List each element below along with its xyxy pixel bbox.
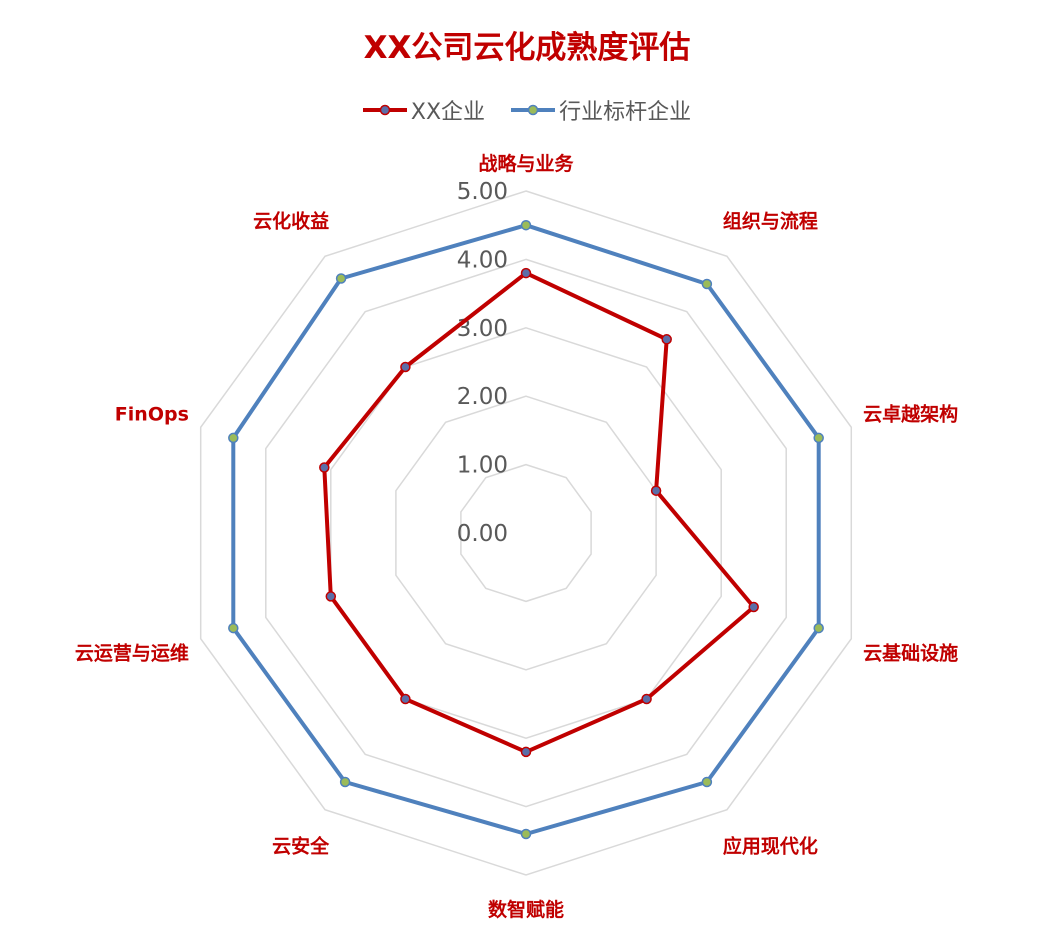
category-label-2: 云卓越架构 (863, 403, 958, 426)
category-label-1: 组织与流程 (723, 210, 818, 233)
series-0-point-4 (641, 693, 652, 705)
category-label-0: 战略与业务 (478, 152, 574, 175)
grid-ring-1 (460, 463, 592, 603)
grid-ring-4 (265, 258, 787, 808)
chart-title: XX公司云化成熟度评估 (363, 30, 691, 66)
series-1-point-3 (813, 622, 824, 634)
legend-item-series-2[interactable]: 行业标杆企业 (511, 94, 691, 126)
radial-tick-label-4: 4.00 (457, 247, 508, 273)
series-line-1 (231, 223, 821, 836)
series-1-point-1 (701, 278, 713, 290)
series-0-point-3 (748, 601, 759, 613)
radial-tick-label-1: 1.00 (457, 453, 508, 479)
legend-label-series-1: XX企业 (410, 100, 486, 125)
series-line-0 (322, 271, 756, 754)
legend-label-series-2: 行业标杆企业 (559, 100, 692, 125)
series-1-point-6 (339, 776, 351, 788)
category-label-5: 数智赋能 (488, 898, 564, 921)
series-1-point-5 (520, 828, 532, 840)
series-0-point-7 (325, 591, 337, 602)
series-0-point-1 (661, 334, 672, 345)
series-1-point-9 (335, 273, 347, 284)
category-label-7: 云运营与运维 (75, 641, 189, 664)
grid-ring-5 (199, 190, 853, 876)
radial-tick-label-2: 2.00 (457, 384, 508, 410)
legend-swatch-series-2 (511, 104, 556, 116)
series-0-point-6 (400, 693, 411, 705)
category-label-3: 云基础设施 (863, 641, 958, 664)
series-0-point-5 (520, 746, 532, 758)
legend-swatch-series-1 (362, 104, 407, 116)
series-1-point-8 (228, 432, 239, 444)
legend: XX企业 行业标杆企业 (0, 94, 1054, 126)
series-0-point-8 (319, 462, 330, 473)
series-0-point-0 (520, 267, 532, 279)
radial-tick-label-5: 5.00 (457, 179, 508, 205)
series-0-point-2 (650, 485, 662, 496)
series-0-point-9 (400, 361, 411, 373)
legend-item-series-1[interactable]: XX企业 (362, 94, 486, 126)
category-label-6: 云安全 (272, 834, 330, 857)
category-label-9: 云化收益 (253, 210, 329, 233)
category-label-8: FinOps (115, 404, 189, 426)
series-1-point-4 (701, 776, 713, 788)
series-1-point-2 (813, 432, 824, 444)
grid-ring-3 (330, 327, 722, 739)
grid-ring-2 (395, 395, 657, 671)
category-label-4: 应用现代化 (723, 834, 818, 857)
series-1-point-0 (520, 219, 532, 231)
series-1-point-7 (228, 622, 239, 634)
radial-tick-label-0: 0.00 (457, 521, 508, 547)
